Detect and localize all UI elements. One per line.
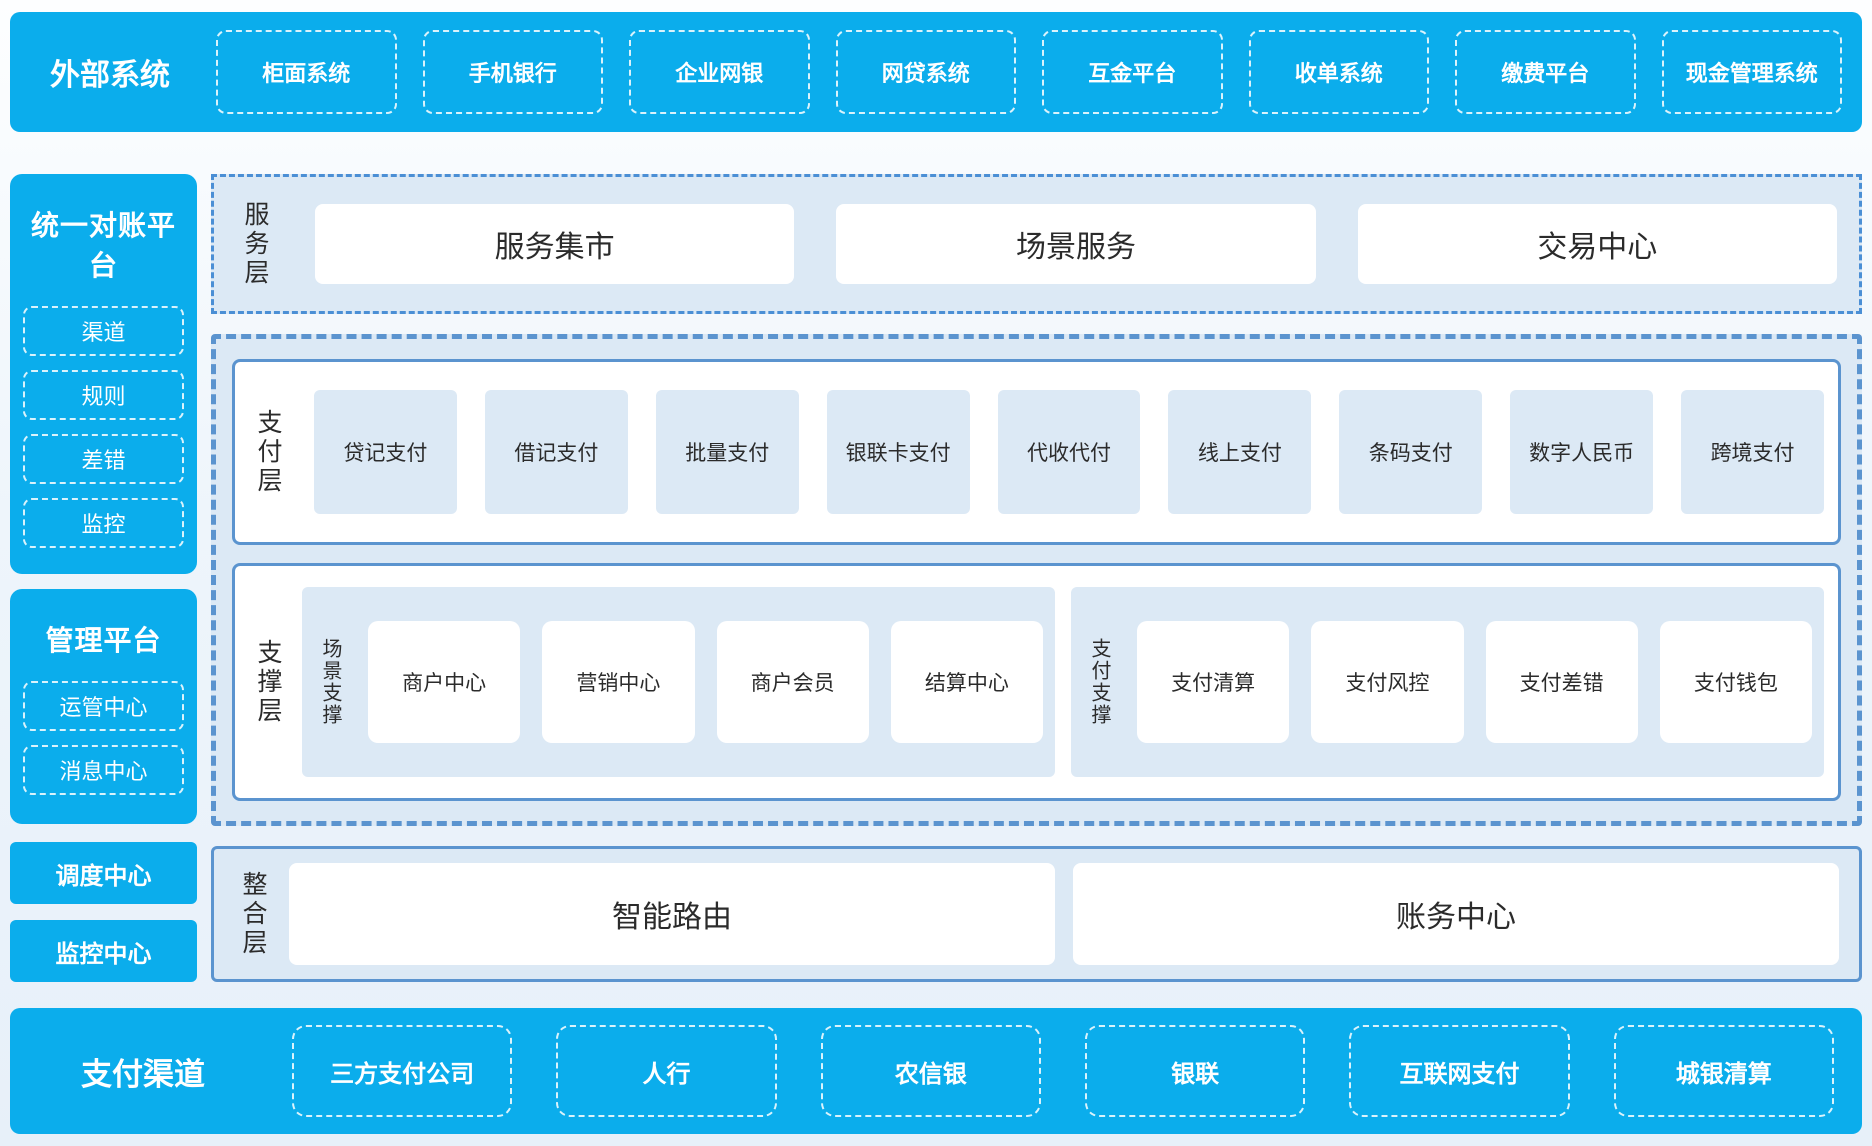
service-layer: 服务层 服务集市 场景服务 交易中心: [211, 174, 1862, 315]
scenario-service-box: 场景服务: [836, 204, 1316, 285]
reconciliation-item-discrepancy: 差错: [23, 434, 184, 485]
payment-layer-label: 支付层: [254, 408, 282, 496]
merchant-center-box: 商户中心: [368, 621, 521, 744]
cross-border-payment-box: 跨境支付: [1681, 390, 1825, 515]
external-system-corporate-ebank: 企业网银: [629, 30, 810, 115]
payment-support-label: 支付支撑: [1088, 638, 1110, 727]
digital-rmb-box: 数字人民币: [1510, 390, 1654, 515]
service-layer-label: 服务层: [241, 200, 269, 288]
support-layer: 支撑层 场景支撑 商户中心 营销中心 商户会员 结算中心 支付支撑 支付清算 支…: [232, 563, 1841, 802]
marketing-center-box: 营销中心: [542, 621, 695, 744]
external-system-mobile-banking: 手机银行: [422, 30, 603, 115]
reconciliation-platform-panel: 统一对账平台 渠道 规则 差错 监控: [10, 174, 197, 575]
online-payment-box: 线上支付: [1168, 390, 1312, 515]
reconciliation-platform-title: 统一对账平台: [30, 210, 176, 282]
batch-payment-box: 批量支付: [655, 390, 799, 515]
channel-city-bank-clearing: 城银清算: [1613, 1025, 1834, 1118]
main-layers: 服务层 服务集市 场景服务 交易中心 支付层 贷记支付 借记支付 批量支付 银联…: [211, 174, 1862, 983]
channel-internet-payment: 互联网支付: [1349, 1025, 1570, 1118]
external-system-acquiring: 收单系统: [1248, 30, 1429, 115]
monitoring-center-box: 监控中心: [10, 920, 197, 983]
collection-agency-payment-box: 代收代付: [997, 390, 1141, 515]
external-system-online-loan: 网贷系统: [835, 30, 1016, 115]
smart-routing-box: 智能路由: [289, 863, 1055, 966]
management-item-message-center: 消息中心: [23, 745, 184, 796]
service-market-box: 服务集市: [315, 204, 795, 285]
management-platform-panel: 管理平台 运管中心 消息中心: [10, 589, 197, 825]
external-system-fee-payment: 缴费平台: [1455, 30, 1636, 115]
external-systems-bar: 外部系统 柜面系统 手机银行 企业网银 网贷系统 互金平台 收单系统 缴费平台 …: [10, 12, 1862, 133]
merchant-member-box: 商户会员: [716, 621, 869, 744]
core-layers-wrapper: 支付层 贷记支付 借记支付 批量支付 银联卡支付 代收代付 线上支付 条码支付 …: [211, 334, 1862, 827]
barcode-payment-box: 条码支付: [1339, 390, 1483, 515]
management-item-operations-center: 运管中心: [23, 681, 184, 732]
integration-layer: 整合层 智能路由 账务中心: [211, 846, 1862, 983]
management-platform-title: 管理平台: [45, 625, 162, 657]
accounting-center-box: 账务中心: [1073, 863, 1839, 966]
scenario-support-group: 场景支撑 商户中心 营销中心 商户会员 结算中心: [302, 587, 1055, 778]
debit-payment-box: 借记支付: [484, 390, 628, 515]
channel-pboc: 人行: [556, 1025, 777, 1118]
channel-rural-credit-bank: 农信银: [820, 1025, 1041, 1118]
reconciliation-item-channel: 渠道: [23, 306, 184, 357]
external-system-counter: 柜面系统: [216, 30, 397, 115]
support-layer-label: 支撑层: [254, 638, 282, 726]
left-sidebar: 统一对账平台 渠道 规则 差错 监控 管理平台 运管中心 消息中心 调度中心 监…: [10, 174, 197, 983]
payment-wallet-box: 支付钱包: [1659, 621, 1812, 744]
unionpay-card-payment-box: 银联卡支付: [826, 390, 970, 515]
external-system-cash-management: 现金管理系统: [1661, 30, 1842, 115]
credit-payment-box: 贷记支付: [314, 390, 457, 515]
payment-channels-title: 支付渠道: [81, 1056, 205, 1092]
external-system-fintech-platform: 互金平台: [1042, 30, 1223, 115]
payment-risk-control-box: 支付风控: [1311, 621, 1464, 744]
channel-third-party-payment: 三方支付公司: [292, 1025, 513, 1118]
middle-region: 统一对账平台 渠道 规则 差错 监控 管理平台 运管中心 消息中心 调度中心 监…: [10, 174, 1862, 983]
payment-channels-bar: 支付渠道 三方支付公司 人行 农信银 银联 互联网支付 城银清算: [10, 1008, 1862, 1134]
payment-discrepancy-box: 支付差错: [1485, 621, 1638, 744]
settlement-center-box: 结算中心: [890, 621, 1043, 744]
channel-unionpay: 银联: [1084, 1025, 1306, 1118]
scenario-support-label: 场景支撑: [319, 638, 341, 727]
integration-layer-label: 整合层: [239, 870, 267, 958]
scheduling-center-box: 调度中心: [10, 842, 197, 905]
reconciliation-item-monitoring: 监控: [23, 498, 184, 549]
external-systems-title: 外部系统: [50, 59, 170, 93]
payment-layer: 支付层 贷记支付 借记支付 批量支付 银联卡支付 代收代付 线上支付 条码支付 …: [232, 359, 1841, 546]
payment-clearing-box: 支付清算: [1137, 621, 1290, 744]
payment-support-group: 支付支撑 支付清算 支付风控 支付差错 支付钱包: [1071, 587, 1824, 778]
reconciliation-item-rules: 规则: [23, 370, 184, 421]
trade-center-box: 交易中心: [1357, 204, 1837, 285]
